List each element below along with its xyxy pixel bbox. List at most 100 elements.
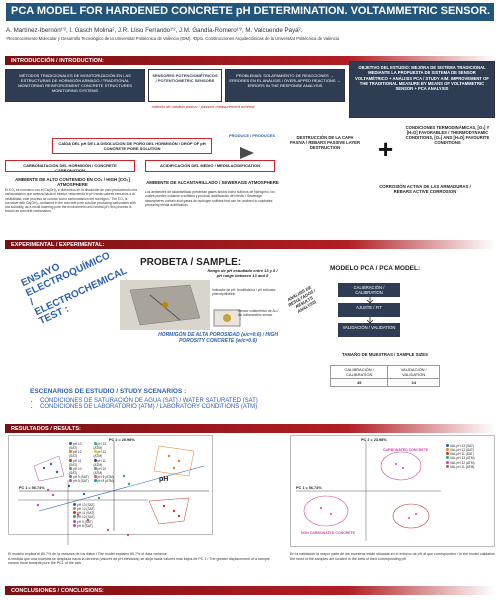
legend-marker bbox=[446, 460, 449, 464]
experimental-bar: EXPERIMENTAL / EXPERIMENTAL: bbox=[5, 240, 495, 249]
legend-marker bbox=[446, 448, 449, 452]
legend-marker bbox=[93, 442, 97, 445]
legend-marker bbox=[93, 466, 97, 470]
potentiometric-box: SENSORES POTENCIOMÉTRICOS / POTENTIOMETR… bbox=[148, 69, 222, 102]
score-plot-b bbox=[18, 480, 148, 545]
validation-count: 24 bbox=[387, 378, 440, 387]
legend-item: pH 13 (SAT) bbox=[69, 442, 82, 451]
carbonation-paragraph: El CO₂ es corrosivo con el Ca(OH)₂ e hid… bbox=[5, 188, 137, 214]
legend-item: pH 12 (SAT) bbox=[69, 450, 82, 459]
legend-marker bbox=[73, 507, 76, 511]
sample-title: PROBETA / SAMPLE: bbox=[140, 257, 242, 268]
legend-item: pH 12 (SAT) bbox=[73, 507, 118, 511]
scenario-sat: CONDICIONES DE SATURACIÓN DE AGUA (SAT) … bbox=[40, 398, 350, 404]
calibration-count: 45 bbox=[329, 378, 389, 387]
legend-marker bbox=[73, 519, 76, 523]
validation-header: VALIDACIÓN / VALIDATION bbox=[387, 365, 440, 379]
legend-item: pH 9 (SAT) bbox=[73, 519, 118, 524]
legend-item: pH 13 (SAT) bbox=[73, 503, 118, 507]
indicator-note: Indicador de pH: fenolftaleína / pH indi… bbox=[212, 288, 277, 297]
legend-marker bbox=[93, 475, 97, 479]
legend-item: pH 11 (SAT) bbox=[69, 458, 82, 467]
legend-marker bbox=[446, 456, 449, 460]
legend-marker bbox=[69, 466, 72, 470]
legend-item: pH 11 (ATM) bbox=[93, 458, 106, 467]
legend-marker bbox=[69, 450, 72, 454]
pc1-label-a: PC 1 = 56.74% bbox=[19, 486, 45, 490]
legend-marker bbox=[93, 458, 97, 462]
legend-item: pH 9 (ATM) bbox=[93, 475, 115, 479]
results-analysis: ANÁLISIS DE RESULTADOS / RESULTS ANALYSI… bbox=[286, 284, 318, 314]
legend-item: pH 10 (ATM) bbox=[93, 466, 107, 476]
pca-flow-arrows bbox=[366, 297, 374, 323]
score-plot-a bbox=[19, 441, 209, 531]
carbonation-box: CARBONATACIÓN DEL HORMIGÓN / CONCRETE CA… bbox=[5, 160, 135, 172]
authors: A. Martínez-Ibernón¹'², I. Gasch Molina²… bbox=[6, 27, 303, 34]
calibration-header: CALIBRACIÓN / CALIBRATION bbox=[329, 365, 389, 379]
legend-marker bbox=[446, 444, 449, 447]
voltammetric-sensor-drawing bbox=[213, 309, 241, 327]
legend-item: VAL pH 13 (ATM) bbox=[446, 456, 494, 460]
legend-item: pH 11 (SAT) bbox=[73, 511, 118, 515]
co2-atmosphere: AMBIENTE DE ALTO CONTENIDO EN CO₂ / HIGH… bbox=[15, 177, 130, 187]
produce-arrow bbox=[240, 147, 254, 159]
legend-item: pH 8 (ATM) bbox=[93, 479, 115, 483]
legend-item: pH 9 (SAT) bbox=[69, 475, 90, 479]
legend-marker bbox=[69, 475, 72, 479]
calibration-step: CALIBRACIÓN / CALIBRATION bbox=[338, 283, 400, 297]
legend-marker bbox=[73, 523, 76, 527]
sample-size-table: CALIBRACIÓN / CALIBRATION VALIDACIÓN / V… bbox=[329, 365, 440, 387]
legend-marker bbox=[93, 450, 97, 454]
problems-box: PROBLEMAS: SOLAPAMIENTO DE REACCIONES → … bbox=[225, 69, 345, 102]
fit-step: AJUSTE / FIT bbox=[338, 303, 400, 317]
legend-c: VAL pH 13 (SAT)VAL pH 12 (SAT)VAL pH 11 … bbox=[446, 444, 494, 469]
pc2-label-b: PC 2 = 23.98% bbox=[361, 438, 387, 442]
legend-item: VAL pH 12 (ATM) bbox=[446, 460, 494, 465]
carbonated-label: CARBONATED CONCRETE bbox=[383, 448, 429, 452]
pca-score-plot-calibration: PC 2 = 20.98% PC 1 = 56.74% pH pH 13 (SA… bbox=[8, 435, 213, 535]
plus-sign: + bbox=[378, 134, 394, 164]
legend-item: pH 8 (SAT) bbox=[69, 479, 90, 483]
scenarios-title: ESCENARIOS DE ESTUDIO / STUDY SCENARIOS … bbox=[30, 388, 187, 395]
ph-range: Rango de pH estudiado entre 13 y 8 / pH … bbox=[207, 268, 278, 278]
score-plot-c bbox=[296, 441, 441, 541]
sensor-note: Sensor voltamétrico de Au / Au voltammet… bbox=[238, 309, 279, 318]
legend-marker bbox=[446, 464, 449, 468]
acidification-box: ACIDIFICACIÓN DEL MEDIO / MEDIA ACIDIFIC… bbox=[145, 160, 275, 172]
concrete-sample-photo bbox=[120, 280, 210, 330]
note-variance: El modelo explica el 80.7% de la varianz… bbox=[8, 552, 167, 556]
legend-marker bbox=[93, 479, 97, 483]
legend-item: VAL pH 11 (SAT) bbox=[446, 452, 494, 456]
legend-item: VAL pH 13 (SAT) bbox=[446, 444, 494, 448]
intro-bar: INTRODUCCIÓN / INTRODUCTION: bbox=[5, 56, 495, 65]
thermodynamic-conditions: CONDICIONES TERMODINÁMICAS, [O₂] Y [H₂O]… bbox=[405, 125, 490, 145]
legend-item: VAL pH 11 (ATM) bbox=[446, 464, 494, 469]
electrochemical-test: ENSAYO ELECTROQUÍMICO / ELECTROCHEMICAL … bbox=[19, 249, 129, 328]
produces-label: PRODUCE / PRODUCES bbox=[228, 133, 275, 138]
passive-method-label: método de medida pasivo / passive measur… bbox=[151, 104, 255, 109]
legend-item: pH 12 (ATM) bbox=[93, 450, 107, 459]
scenario-atm: CONDICIONES DE LABORATORIO (ATM) / LABOR… bbox=[40, 404, 350, 410]
legend-a: pH 13 (SAT)pH 12 (SAT)pH 11 (SAT)pH 10 (… bbox=[69, 442, 114, 484]
legend-marker bbox=[73, 511, 76, 515]
legend-marker bbox=[73, 503, 76, 506]
high-porosity-concrete: HORMIGÓN DE ALTA POROSIDAD (a/c=0.6) / H… bbox=[158, 332, 278, 344]
ph-drop-box: CAÍDA DEL pH DE LA DISOLUCIÓN DE PORO DE… bbox=[52, 138, 212, 154]
pc2-label-a: PC 2 = 20.98% bbox=[109, 438, 135, 442]
legend-item: pH 13 (ATM) bbox=[93, 442, 107, 451]
pca-validation-plot: PC 2 = 23.98% PC 1 = 56.74% CARBONATED C… bbox=[290, 435, 495, 547]
scenarios-list: CONDICIONES DE SATURACIÓN DE AGUA (SAT) … bbox=[30, 398, 350, 410]
traditional-methods-box: MÉTODOS TRADICIONALES DE MONITORIZACIÓN … bbox=[5, 69, 145, 102]
legend-item: pH 10 (SAT) bbox=[69, 466, 82, 476]
pc1-label-b: PC 1 = 56.74% bbox=[296, 486, 322, 490]
validation-step: VALIDACIÓN / VALIDATION bbox=[338, 323, 400, 337]
poster-title: PCA MODEL FOR HARDENED CONCRETE pH DETER… bbox=[6, 3, 494, 21]
legend-item: VAL pH 12 (SAT) bbox=[446, 448, 494, 452]
note-displacement: A medida que una muestra se desplaza hac… bbox=[8, 556, 270, 566]
legend-marker bbox=[69, 442, 72, 445]
legend-marker bbox=[69, 458, 72, 462]
sewerage-atmosphere: AMBIENTE DE ALCANTARILLADO / SEWERAGE AT… bbox=[146, 180, 279, 185]
legend-marker bbox=[446, 452, 449, 456]
note-validation: En la validación la mayor parte de las m… bbox=[290, 552, 495, 561]
legend-item: pH 10 (SAT) bbox=[73, 515, 118, 519]
